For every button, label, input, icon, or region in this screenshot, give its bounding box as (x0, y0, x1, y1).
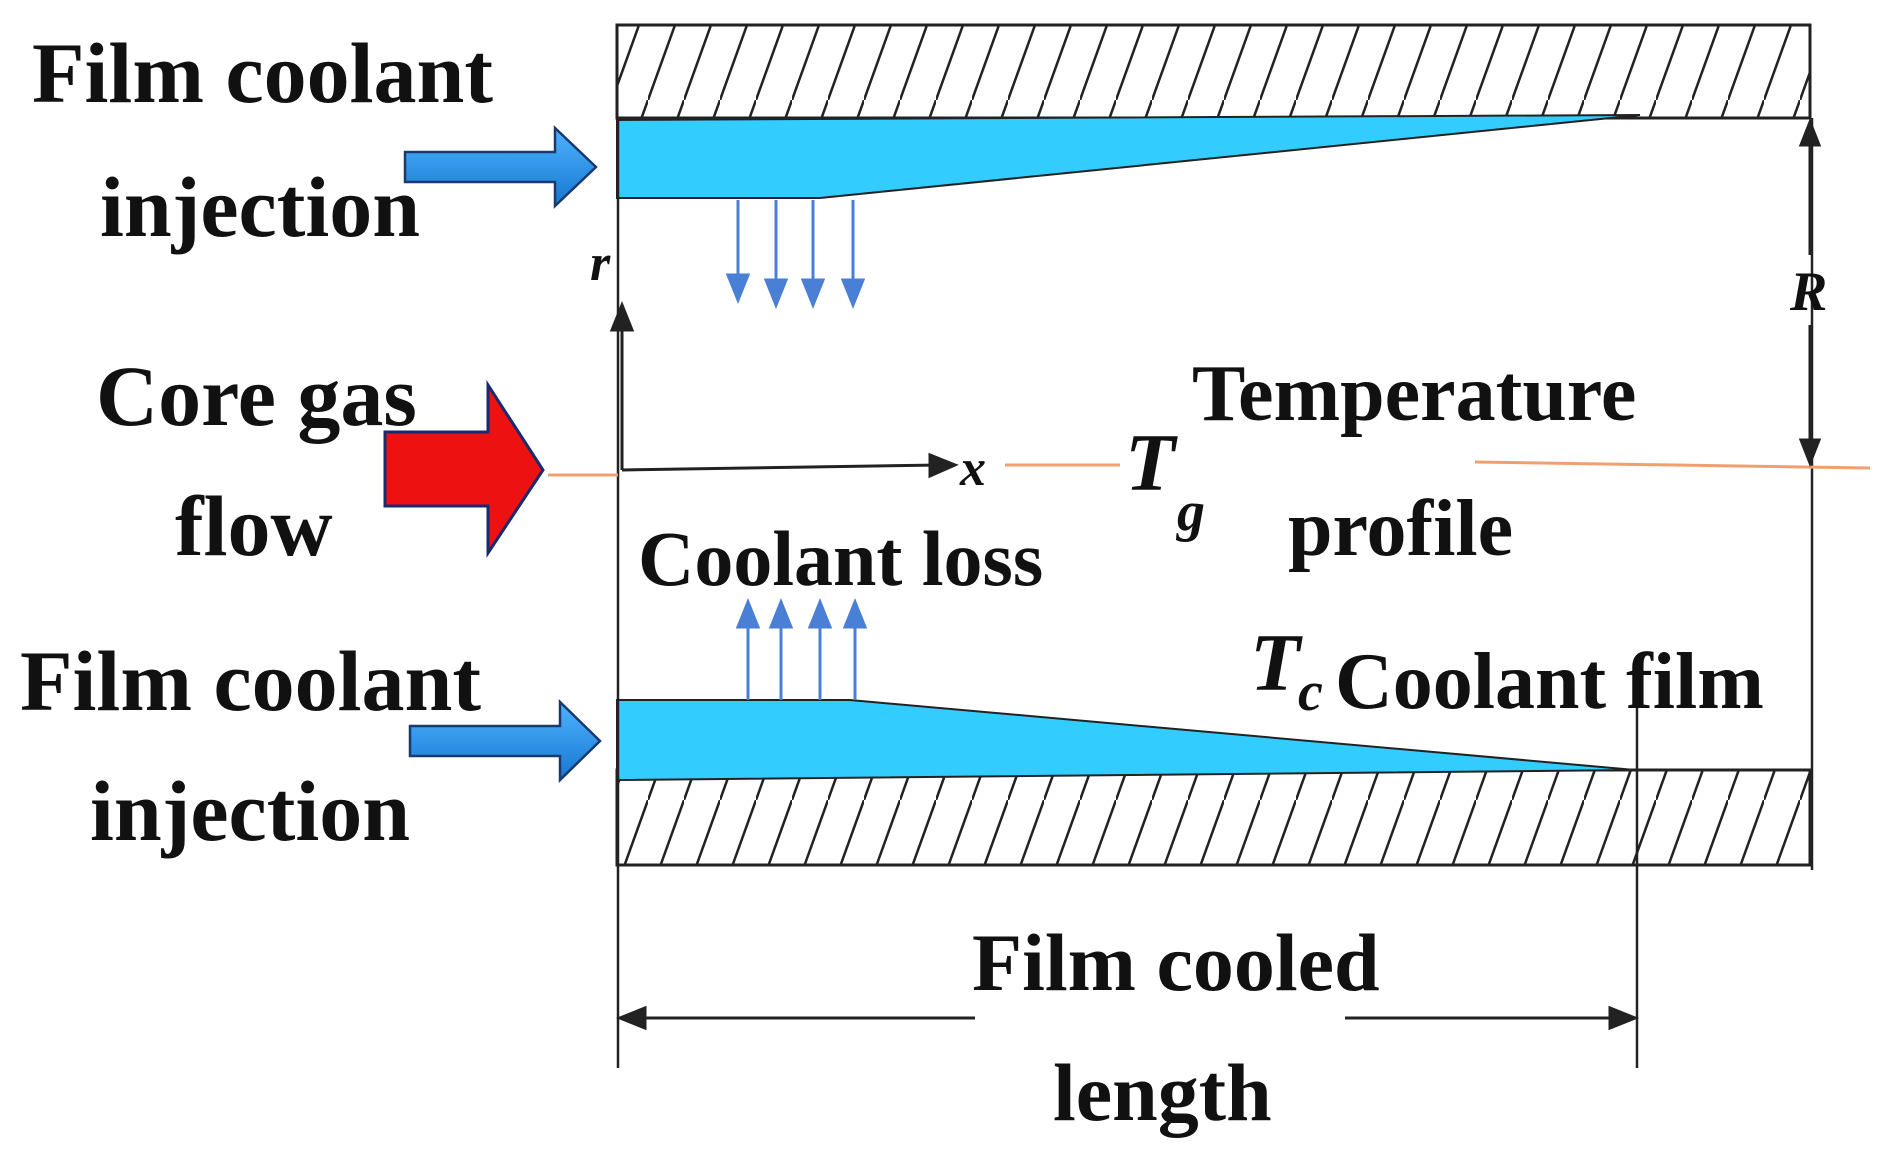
coolant-loss-label: Coolant loss (638, 515, 1043, 602)
gas-temperature-symbol: T (1125, 417, 1178, 508)
film-cooled-length-label-line1: Film cooled (972, 917, 1380, 1008)
coolant-temperature-symbol: T (1250, 617, 1303, 708)
temperature-profile-label-line2: profile (1288, 485, 1513, 573)
gas-temperature-subscript: g (1175, 481, 1205, 543)
x-axis-symbol: x (959, 440, 986, 497)
film-coolant-bottom-label-line1: Film coolant (20, 633, 481, 729)
coolant-loss-arrows-up (735, 597, 868, 700)
film-cooled-length-dimension (615, 1005, 1640, 1031)
core-gas-label-line1: Core gas (96, 348, 417, 444)
coolant-film-label: Coolant film (1335, 638, 1764, 726)
temperature-profile-label-line1: Temperature (1192, 350, 1636, 438)
top-wall (615, 23, 1812, 120)
coolant-temperature-subscript: c (1298, 661, 1323, 723)
centerline (548, 460, 1871, 477)
radius-dimension (1798, 117, 1822, 468)
core-gas-arrow (383, 379, 545, 558)
bottom-wall (615, 768, 1812, 867)
film-coolant-top-label-line2: injection (100, 159, 420, 255)
r-axis-symbol: r (590, 235, 611, 292)
coordinate-axes (609, 300, 959, 479)
coolant-loss-arrows-down (725, 200, 866, 310)
top-coolant-film (616, 114, 1641, 199)
bottom-injection-arrow (408, 699, 602, 783)
film-cooled-length-label-line2: length (1053, 1047, 1272, 1138)
film-coolant-top-label-line1: Film coolant (32, 25, 493, 121)
film-coolant-bottom-label-line2: injection (90, 763, 410, 859)
core-gas-label-line2: flow (175, 478, 333, 574)
radius-symbol: R (1789, 261, 1827, 323)
top-injection-arrow (403, 125, 598, 209)
